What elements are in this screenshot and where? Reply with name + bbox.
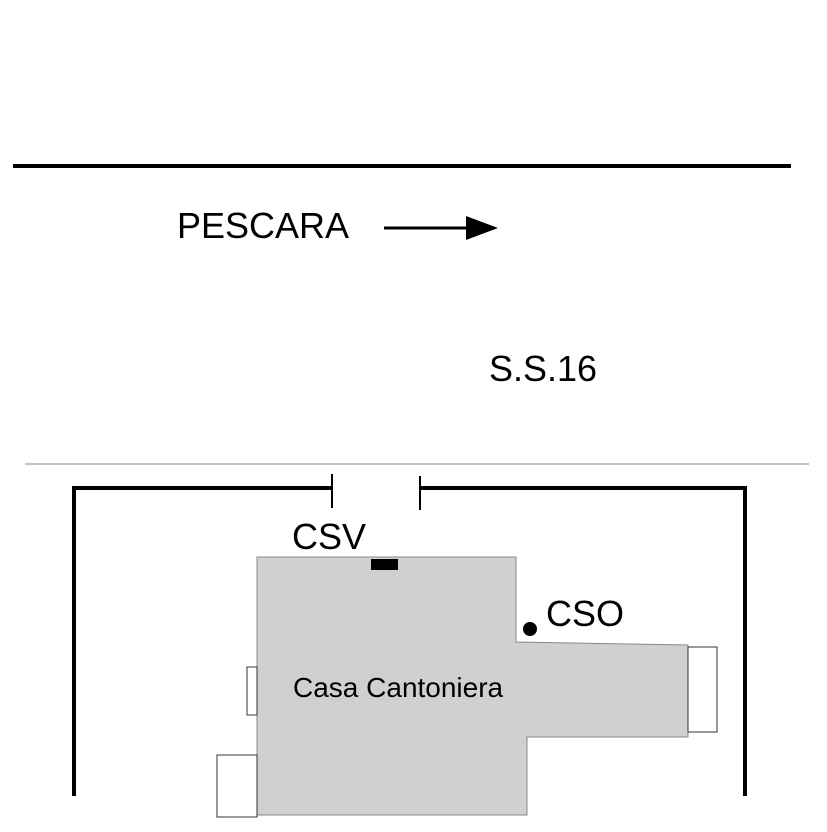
csv-label: CSV	[292, 516, 366, 557]
direction-label: PESCARA	[177, 205, 349, 246]
building-annex-left	[246, 666, 258, 716]
cso-marker	[523, 622, 537, 636]
building-annex-bottom-left	[216, 754, 258, 818]
building-annex-right	[687, 646, 718, 733]
fence-right	[420, 486, 747, 796]
cso-label: CSO	[546, 593, 624, 634]
building-label: Casa Cantoniera	[293, 672, 504, 703]
fence-left	[72, 486, 332, 796]
road-label: S.S.16	[489, 348, 597, 389]
csv-marker	[371, 559, 398, 570]
building-footprint	[256, 556, 689, 816]
arrow-right-icon	[384, 216, 498, 240]
